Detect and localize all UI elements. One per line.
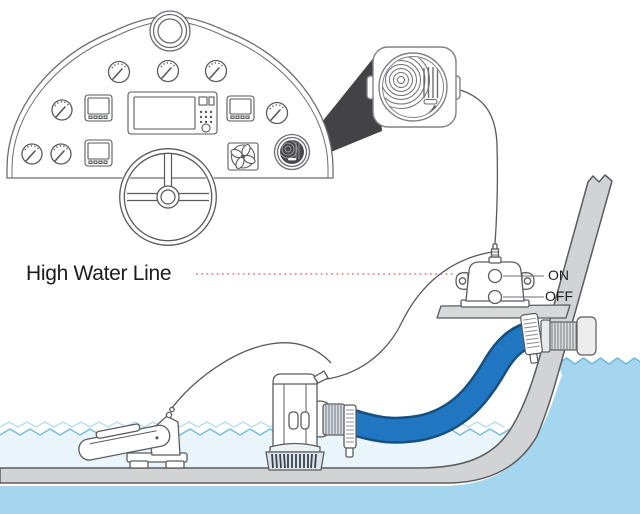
float-body bbox=[78, 423, 171, 461]
pump-wire-nipple bbox=[313, 370, 329, 384]
buzzer-callout bbox=[366, 46, 461, 128]
pump-switch bbox=[196, 243, 544, 308]
pump-hose-clamp bbox=[343, 404, 357, 458]
thru-hull-fitting bbox=[520, 312, 597, 364]
bilge-pump bbox=[265, 370, 357, 471]
alarm-wire bbox=[456, 88, 499, 245]
panel-buzzer-icon bbox=[273, 133, 311, 171]
switch-on-label: ON bbox=[548, 267, 569, 283]
hull bbox=[0, 174, 613, 484]
switch-to-pump-wire bbox=[326, 251, 493, 380]
wiring bbox=[171, 88, 499, 409]
hose-clamp bbox=[520, 312, 543, 364]
compass-pod bbox=[149, 10, 191, 52]
automatic-float-switch bbox=[78, 406, 188, 469]
switch-off-label: OFF bbox=[545, 288, 573, 304]
float-switch-wire bbox=[171, 342, 332, 409]
chartplotter-unit bbox=[127, 91, 218, 135]
display-screens bbox=[84, 94, 255, 167]
outlet-nut bbox=[322, 403, 346, 436]
sea-water bbox=[0, 357, 640, 514]
helm-console bbox=[6, 10, 334, 179]
strainer-base bbox=[265, 442, 325, 471]
vent-fan bbox=[227, 142, 259, 171]
high-water-line-label: High Water Line bbox=[26, 262, 172, 285]
discharge-hose bbox=[347, 320, 537, 444]
round-gauges bbox=[21, 59, 289, 165]
steering-wheel bbox=[118, 147, 218, 247]
